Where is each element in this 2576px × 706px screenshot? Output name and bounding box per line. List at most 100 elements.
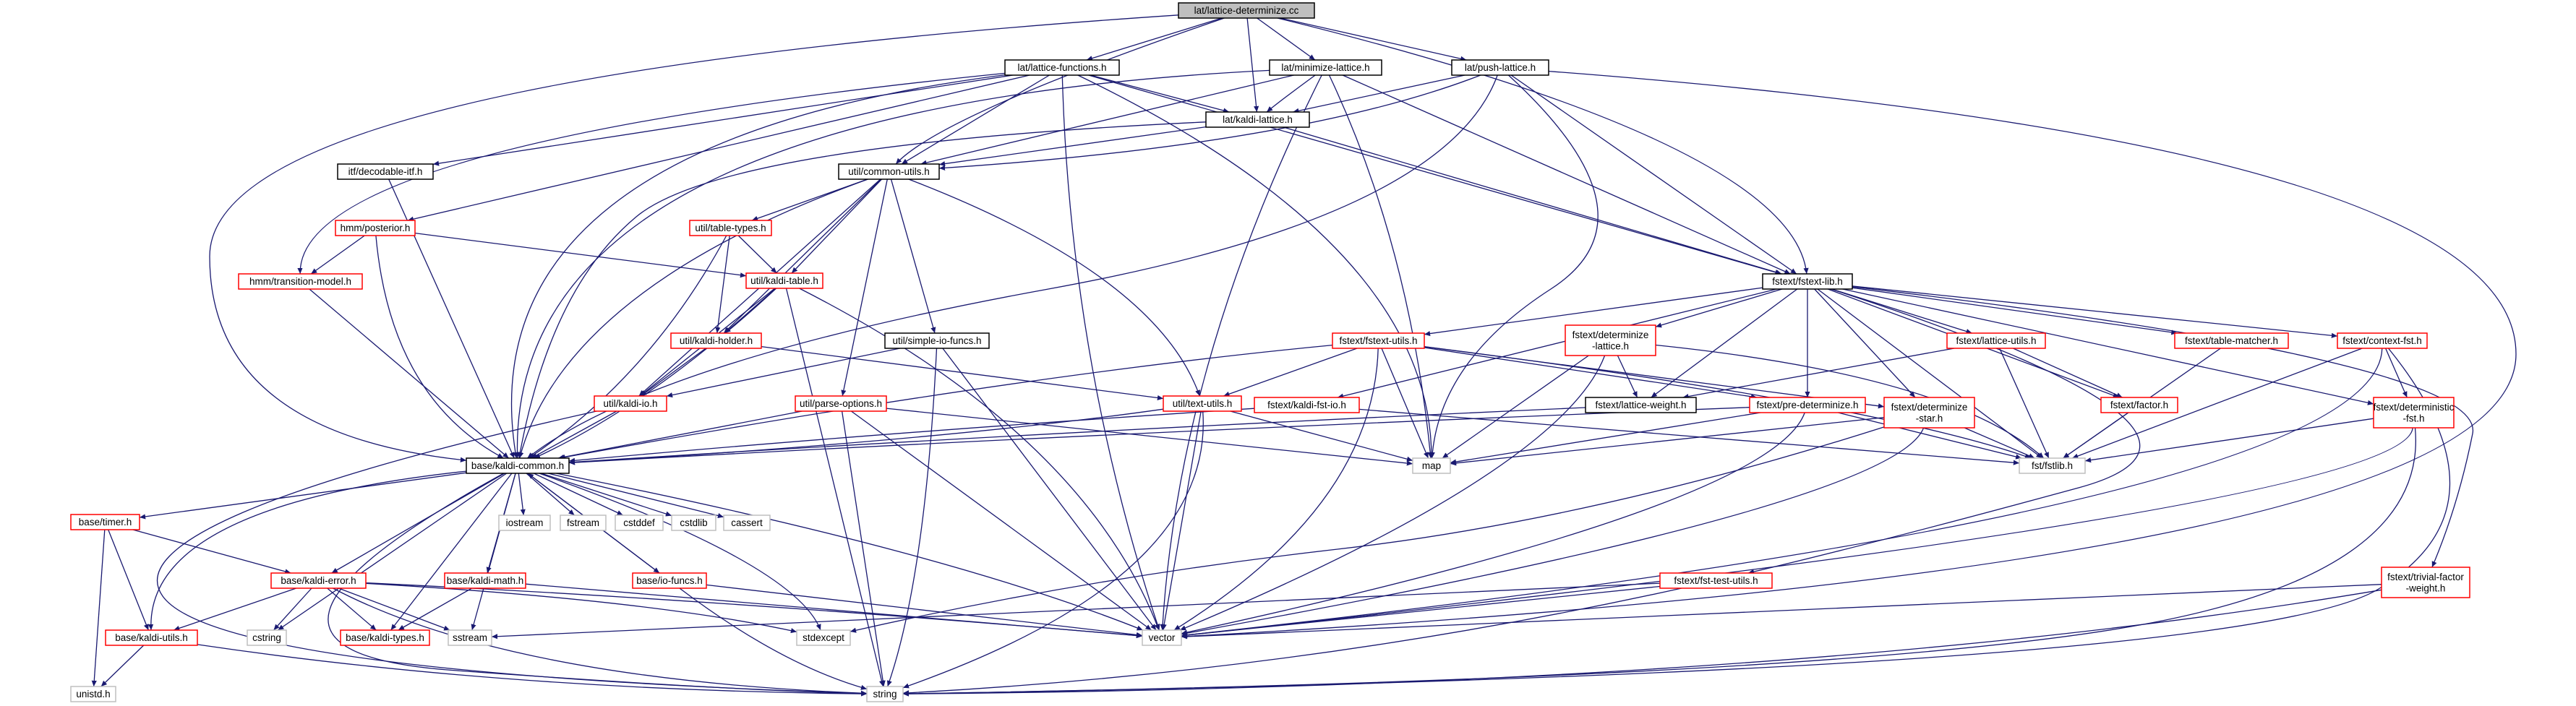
file-node-lu[interactable]: fstext/lattice-utils.h [1946, 332, 2046, 349]
file-node-fac[interactable]: fstext/factor.h [2100, 397, 2178, 413]
edge-df-to-fstlib [2084, 418, 2374, 463]
file-node-kt[interactable]: base/kaldi-types.h [340, 629, 430, 646]
file-node-ktb[interactable]: util/kaldi-table.h [745, 272, 823, 289]
edge-timer-to-unistd [91, 529, 106, 687]
file-node-box [1254, 397, 1360, 413]
file-node-box [2373, 397, 2455, 429]
edge-sif-to-vector [942, 348, 1157, 631]
file-node-label: fstext/pre-determinize.h [1756, 400, 1858, 410]
edge-cu-to-sif [890, 178, 936, 334]
edge-kc-to-sstream [471, 473, 516, 631]
file-node-kfi[interactable]: fstext/kaldi-fst-io.h [1254, 397, 1360, 413]
file-node-ds[interactable]: fstext/determinize-star.h [1883, 397, 1975, 429]
file-node-tt[interactable]: util/table-types.h [689, 220, 772, 236]
edge-fl-to-ds [1814, 288, 1916, 398]
file-node-kio[interactable]: util/kaldi-io.h [594, 395, 667, 412]
file-node-label: lat/lattice-functions.h [1017, 62, 1106, 73]
edge-kc-to-vector [555, 473, 1143, 631]
edge-ke-to-string [333, 587, 868, 696]
edge-root-to-kl [1246, 17, 1259, 113]
file-node-label: base/kaldi-common.h [471, 460, 564, 471]
file-node-box [498, 515, 551, 531]
edge-cu-to-ktb [791, 178, 882, 274]
edge-cu-to-kh [723, 178, 882, 334]
edge-lf-to-fl [1088, 74, 1781, 275]
file-node-box [448, 629, 492, 646]
edge-pd-to-kc [568, 407, 1750, 465]
file-node-label: fstext/determinize [1891, 402, 1968, 413]
edge-lf-to-map [1077, 74, 1434, 459]
file-node-label: util/text-utils.h [1173, 398, 1233, 409]
edge-pd-to-vector [1181, 412, 1805, 635]
file-node-label: cstdlib [680, 517, 707, 528]
file-node-label: base/timer.h [79, 517, 132, 528]
edge-ml-to-kc [514, 69, 1270, 459]
edge-ml-to-vector [1160, 74, 1322, 631]
edge-ml-to-kl [1266, 74, 1316, 113]
edge-dl-to-fstlib [1655, 344, 2045, 459]
edge-pd-to-fstlib [1838, 412, 2022, 460]
file-node-label: lat/kaldi-lattice.h [1223, 114, 1293, 125]
edge-lu-to-fstlib [1999, 348, 2050, 459]
edge-ds-to-vector [1181, 427, 1925, 636]
edge-lf-to-post [407, 74, 1030, 222]
file-node-cstddef: cstddef [615, 515, 664, 531]
file-node-label: unistd.h [76, 689, 110, 699]
file-node-box [671, 515, 716, 531]
file-node-label: -lattice.h [1592, 340, 1629, 351]
file-node-df[interactable]: fstext/deterministic-fst.h [2373, 397, 2455, 429]
file-node-sstream: sstream [448, 629, 492, 646]
edge-ftu-to-sstream [491, 582, 1661, 640]
file-node-pd[interactable]: fstext/pre-determinize.h [1749, 397, 1866, 413]
edge-ktb-to-kc [534, 288, 777, 459]
file-node-box [1163, 395, 1242, 412]
file-node-label: fstext/lattice-weight.h [1595, 400, 1686, 410]
file-node-cf[interactable]: fstext/context-fst.h [2337, 332, 2428, 349]
edge-df-to-string [902, 427, 2416, 697]
edge-cf-to-fstlib [2071, 348, 2363, 459]
file-node-box [1205, 111, 1310, 128]
edge-kc-to-cstddef [534, 473, 623, 516]
file-node-dl[interactable]: fstext/determinize-lattice.h [1565, 324, 1656, 356]
dependency-edges [91, 14, 2517, 697]
edge-pl-to-vector [1181, 70, 2517, 640]
file-node-ke[interactable]: base/kaldi-error.h [270, 572, 367, 589]
file-node-box [795, 395, 887, 412]
file-node-box [1332, 332, 1425, 349]
file-node-km[interactable]: base/kaldi-math.h [444, 572, 526, 589]
edge-timer-to-ku [108, 529, 149, 631]
file-node-iof[interactable]: base/io-funcs.h [632, 572, 707, 589]
edge-fac-to-fstlib [2063, 412, 2129, 459]
edge-km-to-vector [525, 583, 1143, 639]
file-node-po[interactable]: util/parse-options.h [795, 395, 887, 412]
file-node-timer[interactable]: base/timer.h [70, 514, 140, 530]
file-node-tfw[interactable]: fstext/trivial-factor-weight.h [2381, 567, 2470, 598]
file-node-tmh[interactable]: fstext/table-matcher.h [2174, 332, 2289, 349]
edge-kc-to-ku [147, 470, 467, 631]
file-node-ftu[interactable]: fstext/fst-test-utils.h [1659, 572, 1773, 589]
edge-ml-to-fl [1342, 74, 1791, 275]
file-node-label: -weight.h [2406, 582, 2446, 593]
file-node-kh[interactable]: util/kaldi-holder.h [670, 332, 762, 349]
edge-ke-to-stdexcept [365, 582, 797, 634]
file-node-tu[interactable]: util/text-utils.h [1163, 395, 1242, 412]
file-node-label: cstddef [623, 517, 655, 528]
file-nodes: lat/lattice-determinize.cclat/lattice-fu… [70, 2, 2470, 702]
file-node-lw: fstext/lattice-weight.h [1585, 397, 1697, 413]
edge-fl-to-dl [1655, 288, 1783, 328]
file-node-tm[interactable]: hmm/transition-model.h [238, 273, 363, 290]
edge-fl-to-tmh [1852, 287, 2178, 335]
edge-tt-to-kh [715, 235, 730, 334]
file-node-ku[interactable]: base/kaldi-utils.h [105, 629, 198, 646]
file-node-box [838, 163, 940, 180]
file-node-string: string [866, 686, 904, 702]
file-node-box [1142, 629, 1182, 646]
file-node-fu[interactable]: fstext/fstext-utils.h [1332, 332, 1425, 349]
file-node-box [247, 629, 287, 646]
file-node-label: fstext/kaldi-fst-io.h [1267, 400, 1346, 410]
edge-kh-to-kio [640, 348, 706, 397]
file-node-post[interactable]: hmm/posterior.h [335, 220, 416, 236]
file-node-label: fstext/determinize [1572, 330, 1649, 340]
file-node-box [337, 163, 434, 180]
edge-ke-to-sstream [338, 587, 450, 631]
